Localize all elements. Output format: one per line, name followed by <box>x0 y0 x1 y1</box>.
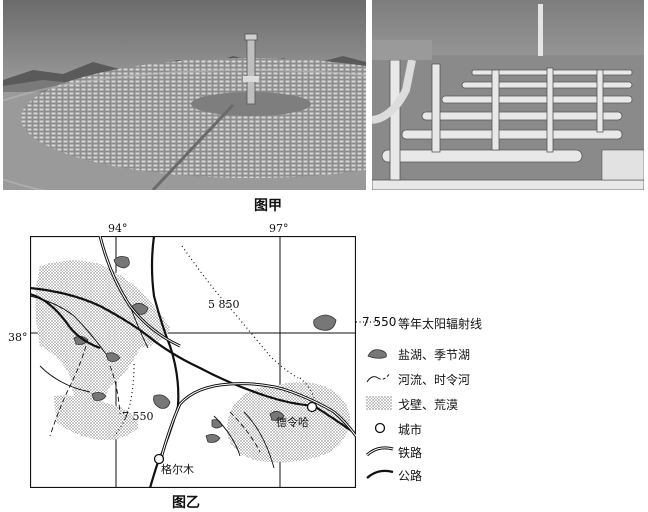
salt-lake <box>153 394 171 409</box>
city-label-golmud: 格尔木 <box>161 462 194 476</box>
legend-road-icon <box>366 469 394 479</box>
salt-lake <box>91 392 107 401</box>
salt-lake <box>313 314 337 331</box>
legend-lake-label: 盐湖、季节湖 <box>398 348 471 362</box>
legend-city-icon <box>374 422 386 434</box>
legend-river-icon <box>366 372 391 383</box>
legend-isoline-icon <box>356 321 378 323</box>
figure-caption-yi: 图乙 <box>172 495 200 511</box>
isoline-7550 <box>299 377 315 399</box>
city-golmud-marker <box>153 453 165 465</box>
latitude-label-38: 38° <box>8 331 28 344</box>
legend-river-label: 河流、时令河 <box>398 373 471 387</box>
legend-road-label: 公路 <box>398 469 423 483</box>
legend-desert-icon <box>366 396 392 410</box>
salt-lake <box>113 256 130 269</box>
legend-isoline-sample: 7 550 <box>362 315 397 329</box>
industrial-pipes-photo <box>372 0 644 190</box>
isoline-7550 <box>113 363 135 437</box>
salt-lake <box>269 411 285 421</box>
city-delingha-marker <box>306 401 318 413</box>
river <box>39 365 91 393</box>
isoline-label-7550: 7 550 <box>122 410 154 423</box>
river <box>243 411 275 469</box>
salt-lake <box>205 434 221 443</box>
legend-desert-label: 戈壁、荒漠 <box>398 398 459 412</box>
salt-lake <box>105 352 121 362</box>
road <box>148 461 160 488</box>
legend-city-label: 城市 <box>398 423 423 437</box>
seasonal-river <box>49 345 87 437</box>
seasonal-river <box>229 411 261 453</box>
longitude-label-94: 94° <box>108 222 128 235</box>
longitude-label-97: 97° <box>269 222 289 235</box>
desert-area-northwest <box>35 260 170 409</box>
seasonal-river <box>109 365 121 415</box>
legend-railway-label: 铁路 <box>398 446 423 460</box>
solar-tower-photo <box>3 0 366 190</box>
river <box>213 415 241 457</box>
figure-caption-jia: 图甲 <box>254 198 282 214</box>
map-yi: 5 850 7 550 德令哈 格尔木 <box>30 236 356 488</box>
road <box>30 292 101 350</box>
isoline-label-5850: 5 850 <box>208 298 240 311</box>
legend-isoline-label: 等年太阳辐射线 <box>398 317 483 331</box>
desert-area-southwest <box>54 395 139 441</box>
legend-railway-icon <box>366 446 394 457</box>
desert-area-east <box>227 382 350 463</box>
isoline-5850 <box>181 245 299 379</box>
city-label-delingha: 德令哈 <box>276 415 309 429</box>
railway <box>98 236 356 463</box>
legend-lake-icon <box>367 349 387 359</box>
